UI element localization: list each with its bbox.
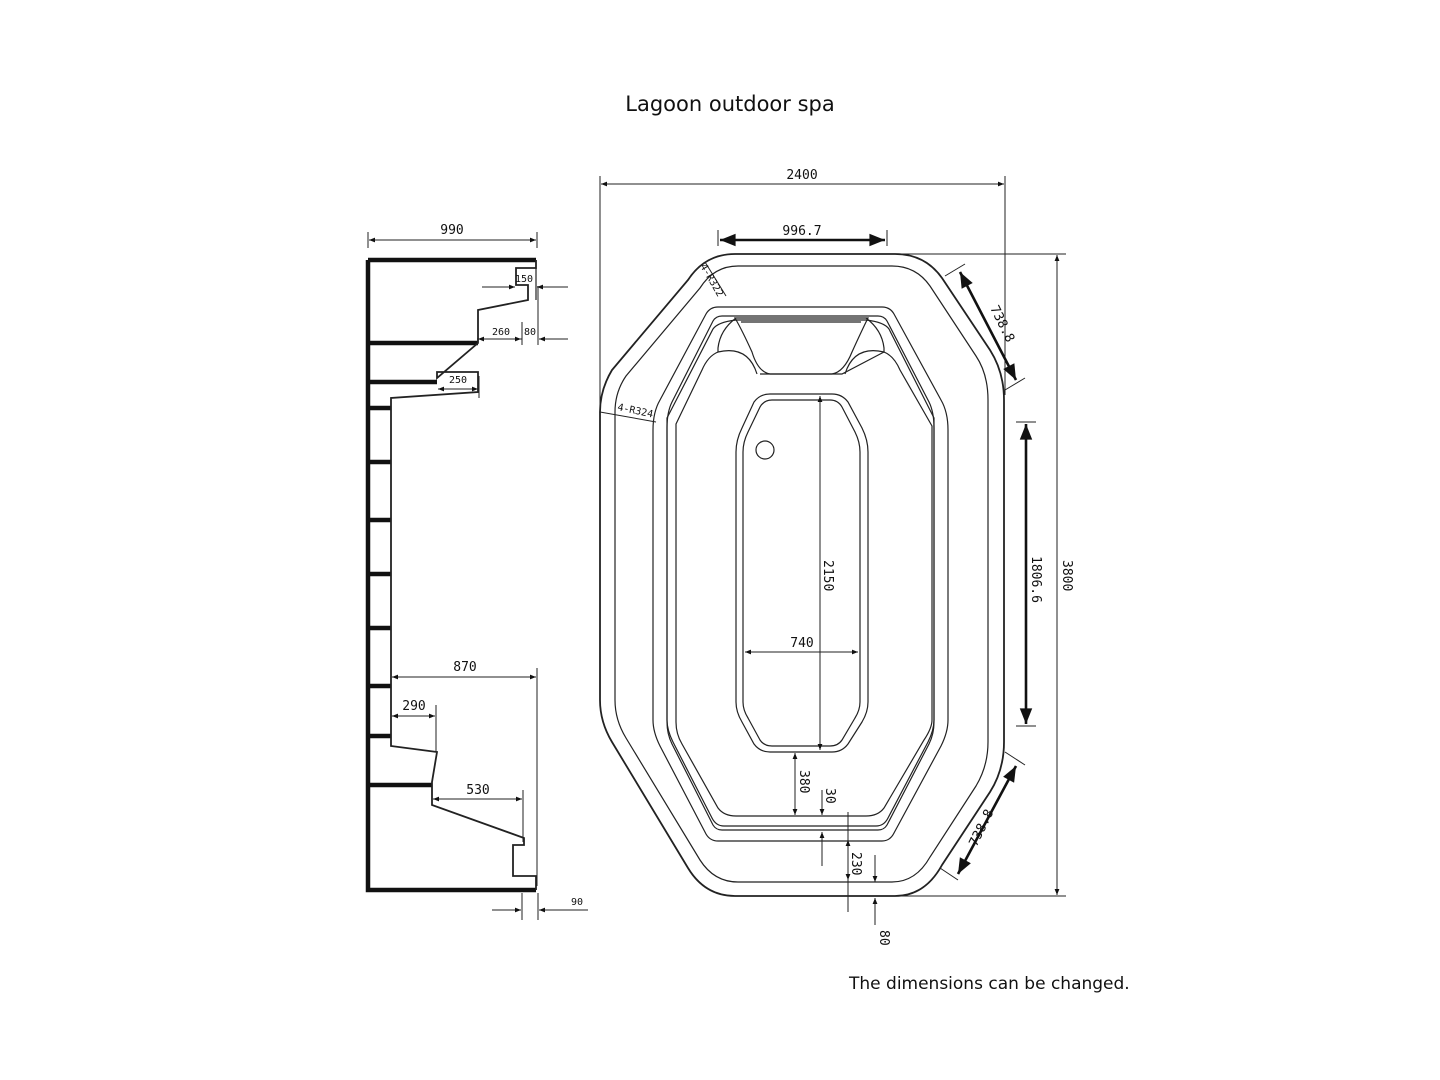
svg-text:250: 250	[449, 375, 467, 386]
dim-380: 380	[790, 751, 822, 815]
dim-150: 150	[482, 274, 568, 290]
svg-text:740: 740	[790, 636, 813, 651]
dim-990: 990	[367, 223, 538, 248]
svg-text:380: 380	[796, 770, 811, 793]
radius-label-r324: 4-R324	[599, 402, 657, 423]
dim-740: 740	[745, 636, 858, 655]
svg-text:80: 80	[876, 930, 891, 946]
svg-text:530: 530	[466, 783, 489, 798]
section-view: 990 150 260 80 250 870	[365, 223, 588, 920]
drain-icon	[755, 440, 775, 460]
footnote: The dimensions can be changed.	[849, 974, 1130, 994]
svg-text:150: 150	[515, 274, 533, 285]
dim-290: 290	[392, 699, 437, 752]
svg-text:4-R322: 4-R322	[697, 262, 725, 299]
dim-30: 30	[819, 788, 837, 866]
svg-text:80: 80	[524, 327, 536, 338]
dim-90: 90	[492, 893, 588, 920]
plan-footwell-inner	[742, 399, 861, 747]
dim-1806-6: 1806.6	[1016, 421, 1043, 727]
plan-view: 2400 996.7 4-R322 4-R324 738.8	[599, 168, 1074, 946]
dim-260-80: 260 80	[477, 286, 568, 345]
svg-text:230: 230	[848, 852, 863, 875]
plan-inner-seat	[760, 351, 933, 720]
plan-seat-inner	[666, 315, 935, 831]
plan-lounge	[666, 319, 935, 827]
svg-text:30: 30	[822, 788, 837, 804]
section-frame-outer	[365, 260, 536, 893]
dim-230: 230	[845, 812, 863, 912]
dim-2400: 2400	[599, 168, 1006, 412]
svg-text:2150: 2150	[820, 560, 835, 591]
svg-text:2400: 2400	[786, 168, 817, 183]
svg-text:4-R324: 4-R324	[616, 402, 654, 420]
dim-870: 870	[392, 660, 538, 886]
dim-80: 80	[872, 855, 891, 946]
dim-530: 530	[433, 783, 524, 842]
drawing-title: Lagoon outdoor spa	[625, 92, 835, 116]
section-frame-ribs	[368, 340, 478, 788]
svg-text:290: 290	[402, 699, 425, 714]
dim-250: 250	[438, 375, 480, 398]
section-shell-profile	[390, 260, 537, 890]
svg-text:260: 260	[492, 327, 510, 338]
svg-text:1806.6: 1806.6	[1028, 556, 1043, 603]
dim-996-7: 996.7	[717, 224, 888, 247]
plan-seat-outer	[652, 306, 949, 842]
dim-3800: 3800	[896, 253, 1074, 897]
svg-text:738.8: 738.8	[967, 807, 998, 849]
dim-2150: 2150	[817, 396, 835, 750]
radius-label-r322: 4-R322	[697, 261, 727, 299]
svg-text:990: 990	[440, 223, 463, 238]
svg-text:738.8: 738.8	[986, 303, 1017, 345]
svg-text:870: 870	[453, 660, 476, 675]
svg-text:3800: 3800	[1059, 560, 1074, 591]
plan-outline-outer	[599, 253, 1005, 897]
svg-text:996.7: 996.7	[782, 224, 821, 239]
plan-footwell-outer	[735, 393, 869, 753]
svg-text:90: 90	[571, 897, 583, 908]
